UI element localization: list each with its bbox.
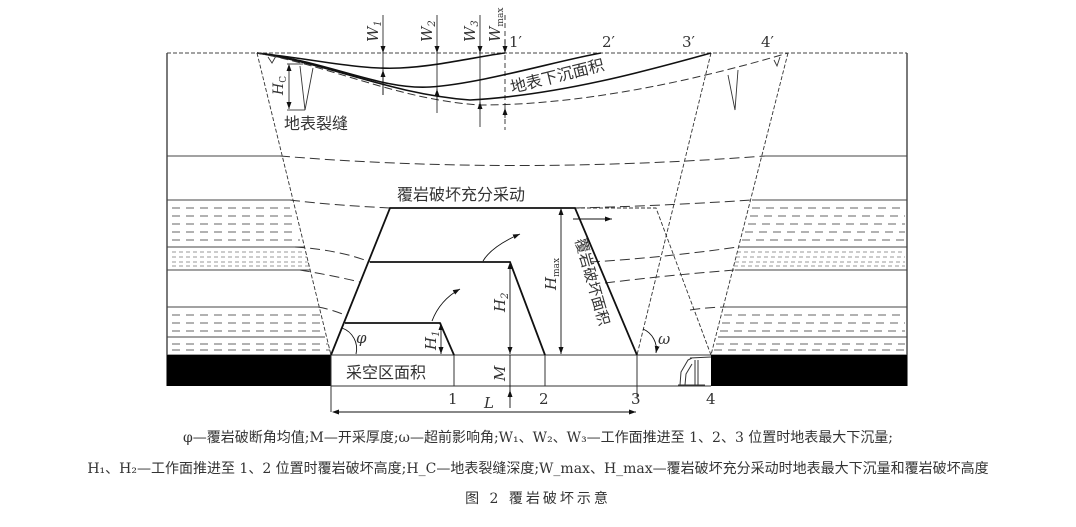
frame bbox=[166, 53, 908, 386]
label-m: M bbox=[491, 365, 509, 382]
surface-pos-1: 1′ bbox=[509, 33, 523, 51]
label-subsidence-area: 地表下沉面积 bbox=[508, 55, 606, 97]
w-dimension-lines bbox=[380, 15, 483, 127]
surface-position-labels: 1′ 2′ 3′ 4′ bbox=[509, 33, 775, 51]
label-w2: W2 bbox=[418, 20, 438, 42]
bending-zone-curves bbox=[279, 155, 766, 316]
label-full-extraction: 覆岩破坏充分采动 bbox=[397, 185, 525, 204]
pos-2: 2 bbox=[539, 390, 549, 408]
legend-line-1: φ—覆岩破断角均值;M—开采厚度;ω—超前影响角;W₁、W₂、W₃—工作面推进至… bbox=[182, 430, 894, 446]
surface-pos-3: 3′ bbox=[682, 33, 696, 51]
surface-pos-2: 2′ bbox=[602, 33, 616, 51]
omega-angle-arc bbox=[642, 328, 660, 354]
position-labels: 1 2 3 4 bbox=[448, 390, 716, 408]
label-h2: H2 bbox=[491, 293, 511, 313]
label-phi: φ bbox=[356, 329, 367, 347]
strata-right-dashes bbox=[714, 207, 905, 351]
label-w3: W3 bbox=[461, 20, 481, 42]
propagation-arrows bbox=[431, 216, 612, 322]
phi-angle-arc bbox=[341, 327, 358, 355]
surface-pos-4: 4′ bbox=[761, 33, 775, 51]
label-goaf-area: 采空区面积 bbox=[346, 363, 426, 382]
strata-right bbox=[711, 155, 907, 356]
figure-caption: 图 2 覆岩破坏示意 bbox=[465, 491, 611, 507]
strata-left bbox=[167, 155, 331, 356]
failure-zone-max bbox=[330, 207, 638, 356]
failure-zone-h2 bbox=[370, 261, 546, 356]
legend-line-2: H₁、H₂—工作面推进至 1、2 位置时覆岩破坏高度;H_C—地表裂缝深度;W_… bbox=[87, 461, 989, 477]
pos-3: 3 bbox=[631, 390, 641, 408]
goaf-outline bbox=[330, 354, 711, 412]
strata-left-fine-dashes bbox=[172, 251, 309, 267]
coal-seam-left bbox=[167, 355, 331, 386]
w-labels: W1 W2 W3 Wmax bbox=[364, 8, 506, 42]
subsidence-curves bbox=[256, 52, 712, 101]
strata-right-fine-dashes bbox=[734, 251, 905, 267]
label-hc: HC bbox=[271, 76, 289, 96]
label-l: L bbox=[483, 394, 494, 412]
hydraulic-support-icon bbox=[678, 356, 712, 386]
strata-left-dashes bbox=[172, 207, 330, 351]
height-dimensions bbox=[332, 208, 636, 415]
pos-4: 4 bbox=[706, 390, 716, 408]
hc-dimension bbox=[286, 63, 305, 111]
label-wmax: Wmax bbox=[486, 8, 506, 42]
pos-1: 1 bbox=[448, 390, 458, 408]
label-hmax: Hmax bbox=[542, 258, 562, 291]
label-omega: ω bbox=[658, 330, 670, 348]
label-w1: W1 bbox=[364, 20, 384, 42]
overburden-failure-diagram: W1 W2 W3 Wmax 1′ 2′ 3′ 4′ 地表下沉面积 地表裂缝 HC… bbox=[166, 8, 908, 415]
label-h1: H1 bbox=[422, 331, 442, 351]
label-surface-crack: 地表裂缝 bbox=[284, 114, 348, 133]
draw-boundaries bbox=[256, 52, 789, 356]
coal-seam-right bbox=[711, 355, 907, 386]
